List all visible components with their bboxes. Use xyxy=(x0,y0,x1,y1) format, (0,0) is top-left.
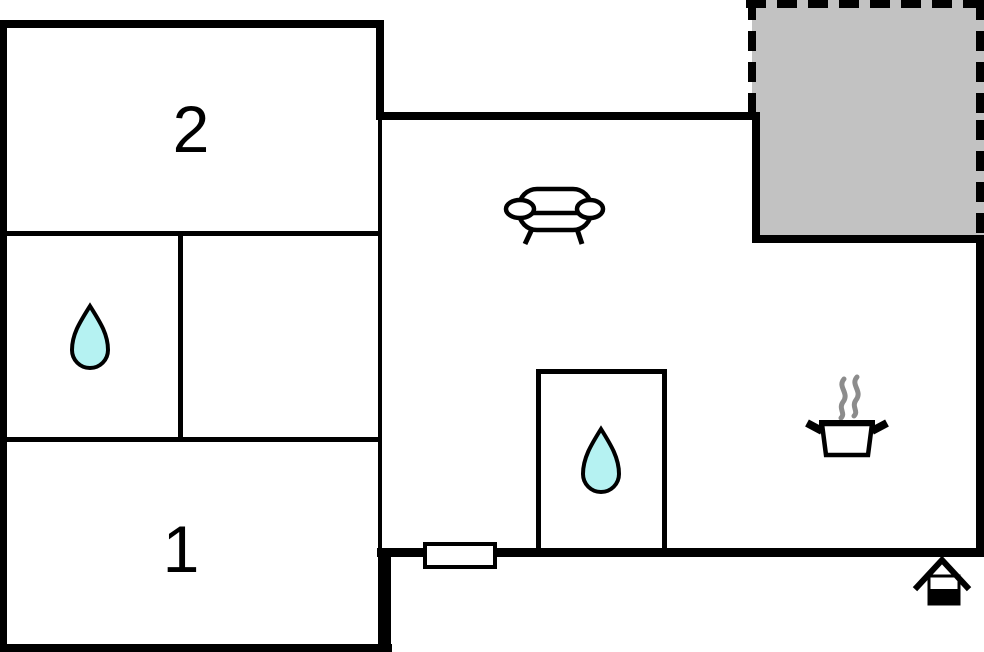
pot-handle-left xyxy=(805,419,824,435)
sofa-armrest-left xyxy=(503,197,537,221)
room-2-label: 2 xyxy=(173,92,210,166)
terrace-fill xyxy=(752,0,984,241)
wall-main-bottom xyxy=(377,548,984,557)
pot-body xyxy=(819,421,875,458)
wall-left-building-top xyxy=(0,20,384,28)
water-drop-icon xyxy=(580,425,622,494)
house-roof xyxy=(912,555,972,592)
wall-left-building-right-upper xyxy=(376,20,384,120)
wall-left-building-right-middle xyxy=(378,118,382,550)
sofa-icon xyxy=(503,186,606,246)
wall-left-building-bottom xyxy=(0,644,392,652)
bathroom-walls xyxy=(536,369,667,548)
main-building-walls xyxy=(376,112,984,557)
terrace-area xyxy=(746,0,984,241)
sofa-leg-left xyxy=(522,227,535,246)
wall-main-right xyxy=(976,235,984,557)
wall-terrace-bottom xyxy=(752,235,984,243)
wall-main-top xyxy=(376,112,760,120)
house-entrance-icon xyxy=(912,555,972,606)
left-building-walls xyxy=(0,20,392,652)
wall-interior-horizontal-lower xyxy=(7,437,378,442)
wall-left-building-left xyxy=(0,20,7,652)
wall-left-building-right-lower xyxy=(378,548,391,652)
steam-icon xyxy=(838,376,848,421)
window-icon xyxy=(423,542,497,569)
pot-handle-right xyxy=(870,419,889,435)
steam-icon xyxy=(851,374,861,419)
room-1-label: 1 xyxy=(163,512,200,586)
cooking-pot-icon xyxy=(805,374,889,458)
wall-terrace-left xyxy=(752,112,760,243)
sofa-leg-right xyxy=(574,228,585,245)
sofa-armrest-right xyxy=(574,197,606,221)
wall-bathroom-left xyxy=(536,369,541,548)
wall-bathroom-top xyxy=(536,369,667,374)
water-drop-icon xyxy=(69,302,111,370)
wall-interior-horizontal-upper xyxy=(7,231,378,236)
wall-interior-vertical xyxy=(178,236,183,440)
house-body-filled-half xyxy=(929,589,959,604)
wall-bathroom-right xyxy=(662,369,667,548)
